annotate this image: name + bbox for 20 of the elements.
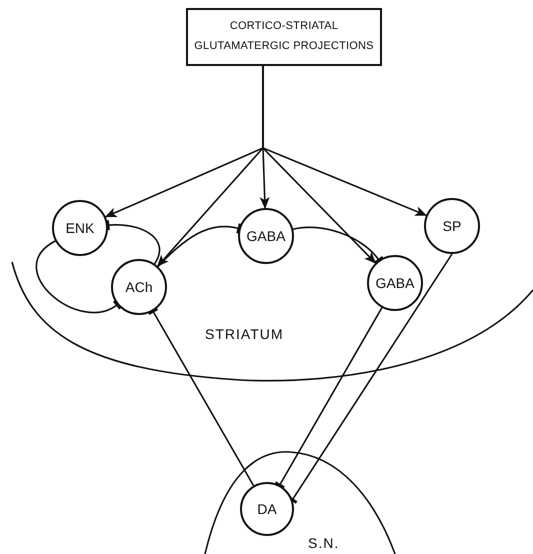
inhibitory-connector xyxy=(147,307,254,486)
inhibitory-connector xyxy=(293,226,384,265)
node-label: SP xyxy=(442,218,462,234)
arrow xyxy=(262,66,428,216)
node-label: GABA xyxy=(246,228,286,244)
neuron-circle xyxy=(111,259,167,315)
node-label: ACh xyxy=(125,279,153,295)
inhibitory-connector xyxy=(274,307,383,490)
neuron-circle xyxy=(367,255,423,311)
node-label: CORTICO-STRIATAL GLUTAMATERGIC PROJECTIONS xyxy=(193,19,375,54)
node-label: DA xyxy=(257,501,277,517)
neuron-circle xyxy=(240,482,294,536)
node-label: ENK xyxy=(66,220,94,236)
source-box xyxy=(186,8,382,66)
node-label: GABA xyxy=(376,275,414,291)
inhibitory-connector xyxy=(158,222,242,268)
region-label: S.N. xyxy=(308,535,340,551)
region-label: STRIATUM xyxy=(205,326,284,342)
inhibitory-connector xyxy=(106,218,160,264)
inhibitory-connector xyxy=(36,240,122,314)
